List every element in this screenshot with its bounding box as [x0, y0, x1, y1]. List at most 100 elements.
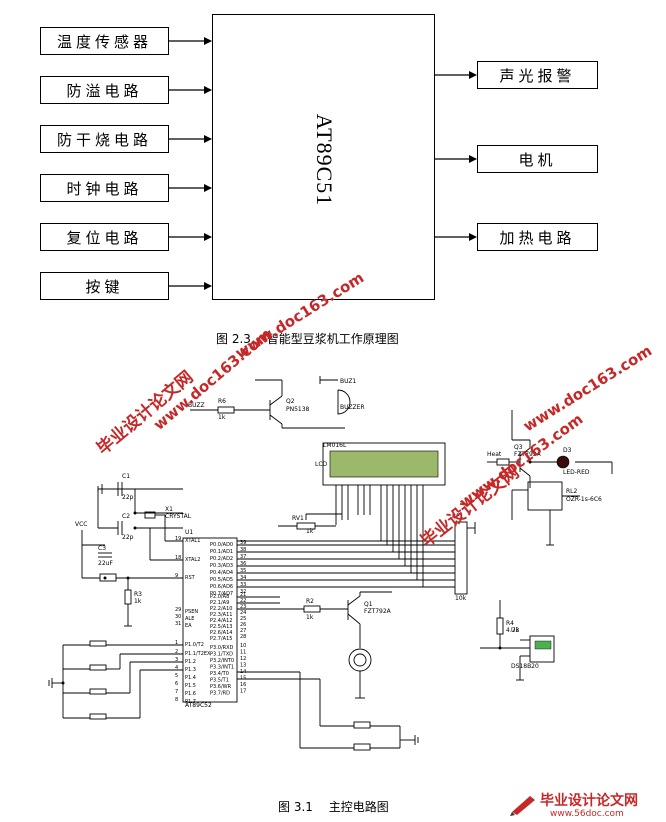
u1-pin-name: EA [185, 623, 192, 629]
q2-ref: Q2 [286, 398, 295, 405]
rp1-part: 10k [455, 595, 467, 602]
u1-pin-name: P1.2 [185, 659, 196, 665]
u1-pin-name: P1.4 [185, 675, 196, 681]
u1-pin-name: P1.6 [185, 691, 196, 697]
u1-pin-name: P0.2/AD2 [210, 556, 233, 562]
c1-part: 22p [122, 494, 134, 501]
sensor-u3-body [529, 635, 555, 663]
u1-pin-name: P3.3/INT1 [210, 665, 234, 671]
r6-ref: R6 [218, 398, 226, 405]
mcu-block [212, 14, 435, 300]
output-block-alarm: 声光报警 [477, 61, 598, 89]
u3-part: DS18B20 [511, 663, 539, 670]
u1-pin-name: P0.1/AD1 [210, 549, 233, 555]
u1-pin-number: 24 [240, 610, 246, 616]
u1-pin-name: P3.1/TXD [210, 652, 233, 658]
u1-pin-name: P2.3/A11 [210, 612, 232, 618]
u1-pin-number: 10 [240, 643, 246, 649]
r6-part: 1k [218, 414, 226, 421]
logo-text: 毕业设计论文网 [540, 793, 638, 809]
u1-pin-name: P0.5/AD5 [210, 577, 233, 583]
u1-pin-name: PSEN [185, 609, 198, 615]
u1-pin-number: 6 [175, 681, 178, 687]
u1-pin-name: P0.6/AD6 [210, 584, 233, 590]
u1-pin-name: P2.2/A10 [210, 606, 232, 612]
u1-pin-name: P3.2/INT0 [210, 658, 234, 664]
block-diagram-caption: 图 2.3 智能型豆浆机工作原理图 [216, 332, 399, 346]
key-switch-right-2 [353, 743, 371, 751]
u1-pin-number: 7 [175, 689, 178, 695]
u1-pin-name: P3.7/RD [210, 691, 230, 697]
u1-pin-name: P3.4/T0 [210, 671, 229, 677]
q3-part: FZT792A [514, 451, 542, 458]
u1-pin-name: P1.7 [185, 699, 196, 705]
rv1-ref: RV1 [292, 515, 304, 522]
u1-pin-name: P2.1/A9 [210, 600, 229, 606]
u1-pin-number: 15 [240, 676, 246, 682]
u1-pin-number: 38 [240, 547, 246, 553]
pen-logo-icon [510, 796, 535, 816]
u3-ref: U3 [511, 627, 519, 634]
relay-rl2-body [527, 481, 563, 511]
u1-pin-number: 36 [240, 561, 246, 567]
input-block-temperature-sensor: 温度传感器 [40, 27, 169, 55]
q1-part: FZT792A [364, 608, 392, 615]
u1-pin-number: 8 [175, 697, 178, 703]
r3-part: 1k [134, 598, 142, 605]
u1-pin-number: 37 [240, 554, 246, 560]
u1-pin-name: P2.0/A8 [210, 594, 229, 600]
u1-pin-number: 25 [240, 616, 246, 622]
lcd-frame [322, 442, 446, 486]
sensor-display [534, 640, 552, 650]
u1-pin-number: 9 [175, 573, 178, 579]
input-block-overflow-circuit: 防溢电路 [40, 76, 169, 104]
key-switch-right-1 [353, 721, 371, 729]
reset-switch [99, 573, 117, 582]
u1-pin-number: 18 [175, 555, 181, 561]
motor [348, 648, 372, 672]
logo-url: www.56doc.com [550, 809, 624, 819]
u1-pin-name: XTAL1 [185, 538, 200, 544]
heat-net: Heat [487, 451, 502, 458]
u1-body [182, 537, 238, 703]
u1-pin-number: 3 [175, 657, 178, 663]
u1-part: AT89C52 [185, 702, 212, 709]
buz1-part: BUZZER [340, 404, 365, 411]
input-block-reset-circuit: 复位电路 [40, 223, 169, 251]
vcc-label: VCC [75, 521, 87, 528]
u1-pin-name: ALE [185, 616, 194, 622]
site-logo: 毕业设计论文网 www.56doc.com [508, 790, 658, 820]
u1-pin-number: 28 [240, 634, 246, 640]
resistor-r3 [124, 589, 132, 605]
u1-pin-number: 2 [175, 649, 178, 655]
u1-pin-name: P2.7/A15 [210, 636, 232, 642]
u1-pin-name: P2.5/A13 [210, 624, 232, 630]
u1-pin-number: 39 [240, 540, 246, 546]
u1-pin-number: 11 [240, 650, 246, 656]
output-block-motor: 电机 [477, 145, 598, 173]
u1-pin-number: 19 [175, 536, 181, 542]
lcd-part: LM016L [323, 442, 347, 449]
u1-pin-number: 16 [240, 682, 246, 688]
r3-ref: R3 [134, 591, 142, 598]
u1-pin-name: P0.3/AD3 [210, 563, 233, 569]
d3-ref: D3 [563, 447, 572, 454]
u1-pin-number: 21 [240, 592, 246, 598]
u1-pin-number: 30 [175, 614, 181, 620]
u1-pin-name: P3.6/WR [210, 684, 232, 690]
rv1-part: 1k [306, 528, 314, 535]
buzzer-body [337, 389, 351, 415]
r4-ref: R4 [506, 620, 514, 627]
u1-pin-number: 13 [240, 663, 246, 669]
c3-part: 22uF [98, 560, 113, 567]
r2-ref: R2 [306, 598, 314, 605]
x1-ref: X1 [165, 506, 173, 513]
input-block-clock-circuit: 时钟电路 [40, 174, 169, 202]
u1-pin-name: P0.4/AD4 [210, 570, 233, 576]
q2-part: PN5138 [286, 406, 310, 413]
u1-pin-name: P0.7/AD7 [210, 591, 233, 597]
key-switches [89, 640, 107, 720]
